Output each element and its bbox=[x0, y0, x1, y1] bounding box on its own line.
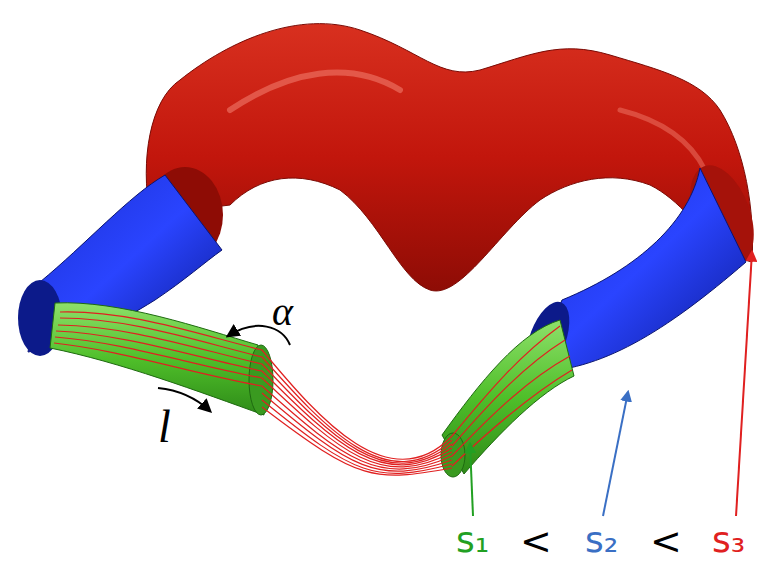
tube-highlight bbox=[620, 110, 705, 170]
inner-tube bbox=[50, 303, 264, 415]
tube-highlight bbox=[230, 73, 400, 110]
surface-label: s₃ bbox=[712, 522, 745, 558]
relation-symbol: < bbox=[650, 522, 682, 560]
pointer-line bbox=[736, 252, 752, 516]
surface-label: s₁ bbox=[456, 522, 489, 558]
field-lines bbox=[54, 312, 572, 475]
relation-symbol: < bbox=[520, 522, 552, 560]
surface-label: s₂ bbox=[585, 522, 618, 558]
angle-symbol: α bbox=[272, 292, 293, 332]
tube-opening bbox=[249, 345, 273, 415]
pointer-line bbox=[470, 444, 473, 516]
pointer-line bbox=[603, 392, 628, 516]
length-symbol: l bbox=[158, 404, 171, 450]
